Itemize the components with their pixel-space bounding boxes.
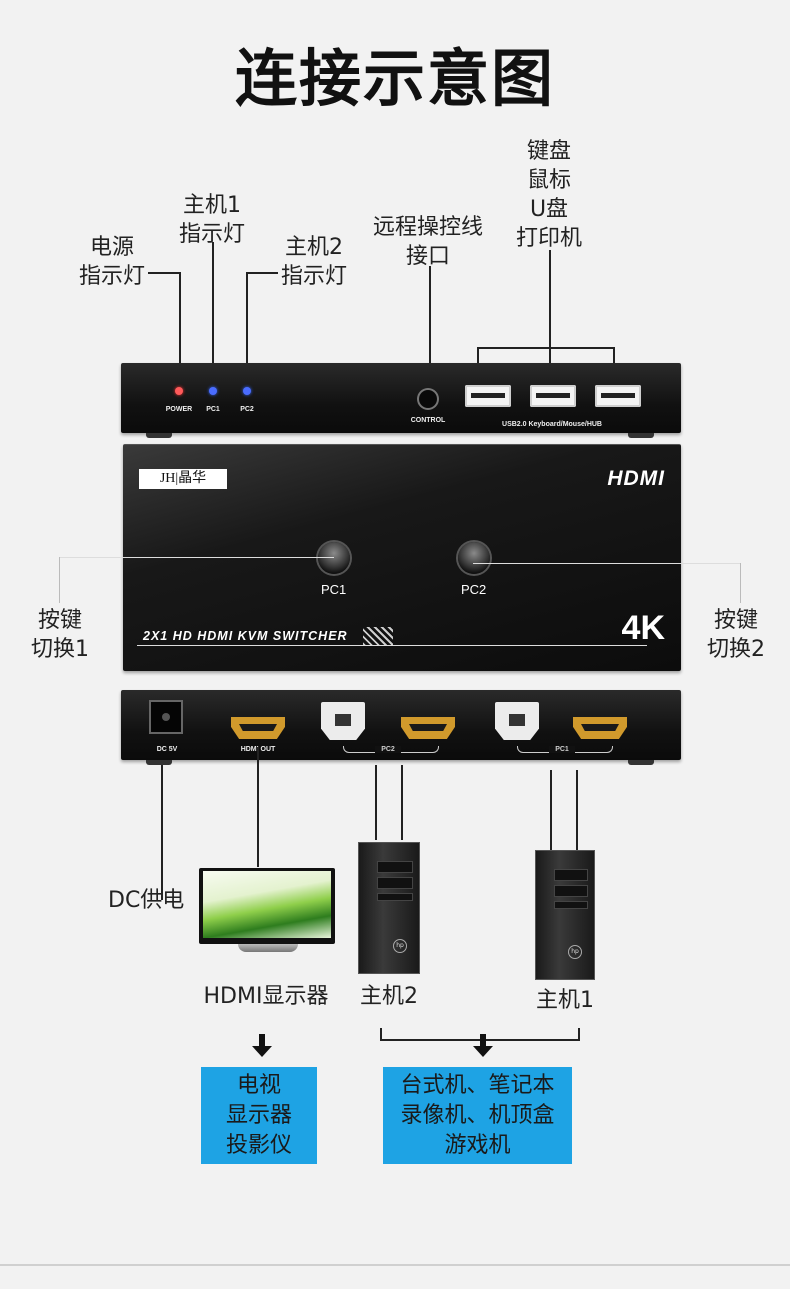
connector-line (179, 272, 181, 388)
connector-line (246, 272, 248, 388)
pc1-tag: PC1 (549, 746, 575, 753)
device-rear-panel: DC 5V HDMI OUT PC2 PC1 (121, 690, 681, 760)
connector-line (576, 770, 578, 850)
usb-port (465, 385, 511, 407)
product-name: 2X1 HD HDMI KVM SWITCHER (143, 629, 348, 643)
brand-logo: JH|晶华 (139, 469, 227, 489)
pc2-switch-button[interactable] (458, 542, 490, 574)
pc1-button-label: PC1 (321, 582, 347, 597)
connector-line (477, 347, 615, 349)
host2-label: 主机2 (360, 984, 418, 1009)
connector-line (549, 250, 551, 348)
pc2-button-label: PC2 (461, 582, 487, 597)
pc2-usb-b-port (321, 702, 365, 740)
connector-line (148, 272, 180, 274)
host2-computer-icon: hp (358, 842, 420, 974)
arrow-down-icon (259, 1034, 265, 1048)
connector-line (550, 770, 552, 850)
pc1-hdmi-in-port (573, 717, 627, 739)
control-port-label: 远程操控线接口 (372, 215, 483, 269)
connector-line (257, 747, 259, 867)
host1-computer-icon: hp (535, 850, 595, 980)
dc-power-label: DC供电 (108, 888, 185, 913)
pc2-led (243, 387, 251, 395)
control-text: CONTROL (410, 417, 446, 424)
control-port (419, 390, 437, 408)
connector-line (401, 765, 403, 840)
connector-line (212, 242, 214, 388)
bracket-line (380, 1028, 382, 1040)
page-title: 连接示意图 (234, 42, 555, 115)
hdmi-logo: HDMI (607, 467, 665, 490)
host1-label: 主机1 (536, 988, 594, 1013)
monitor-icon (199, 868, 335, 944)
pc2-text: PC2 (240, 406, 254, 413)
usb-port (530, 385, 576, 407)
device-indicator-panel: POWER PC1 PC2 CONTROL USB2.0 Keyboard/Mo… (121, 363, 681, 433)
connector-line (375, 765, 377, 840)
display-devices-box: 电视 显示器 投影仪 (201, 1067, 317, 1164)
hdmi-out-port (231, 717, 285, 739)
pc1-switch-button[interactable] (318, 542, 350, 574)
device-front-panel: JH|晶华 HDMI PC1 PC2 2X1 HD HDMI KVM SWITC… (123, 444, 681, 671)
pc2-hdmi-in-port (401, 717, 455, 739)
source-devices-box: 台式机、笔记本 录像机、机顶盒 游戏机 (383, 1067, 572, 1164)
power-led-label: 电源指示灯 (78, 235, 145, 289)
usb-port (595, 385, 641, 407)
connector-line (161, 765, 163, 900)
dc-jack (151, 702, 181, 732)
bracket-line (578, 1028, 580, 1040)
usb-devices-label: 键盘鼠标 U盘打印机 (515, 139, 582, 251)
key1-label: 按键切换1 (31, 608, 89, 662)
dc-text: DC 5V (156, 746, 178, 753)
key2-label: 按键切换2 (707, 608, 765, 662)
pc1-led (209, 387, 217, 395)
4k-badge: 4K (621, 609, 665, 647)
pc1-usb-b-port (495, 702, 539, 740)
connector-line (429, 266, 431, 388)
pc1-text: PC1 (206, 406, 220, 413)
pc2-tag: PC2 (375, 746, 401, 753)
hdmi-monitor-label: HDMI显示器 (203, 984, 329, 1009)
usb-caption: USB2.0 Keyboard/Mouse/HUB (502, 421, 602, 428)
arrow-down-icon (480, 1034, 486, 1048)
power-led (175, 387, 183, 395)
power-text: POWER (165, 406, 193, 413)
connector-line (246, 272, 278, 274)
